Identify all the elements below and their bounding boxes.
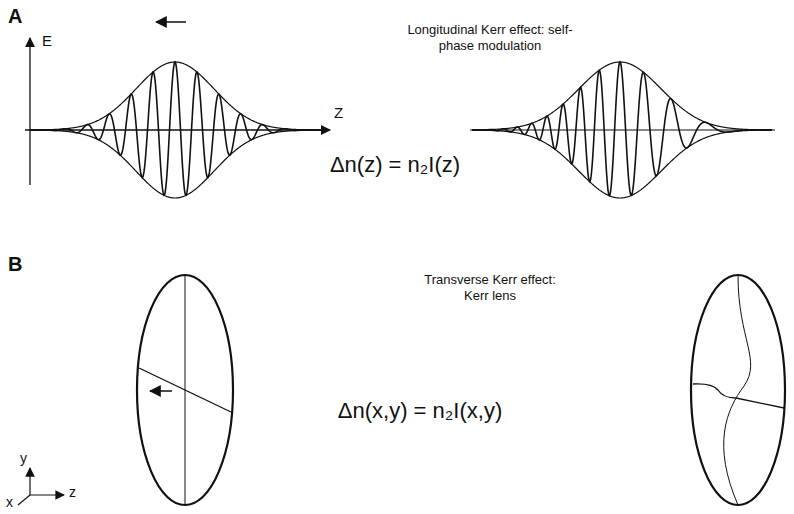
effect-title: Transverse Kerr effect: Kerr lens	[415, 272, 565, 303]
propagation-arrow	[156, 21, 186, 23]
beam-cross-section	[137, 275, 233, 505]
axis-label: z	[69, 484, 76, 501]
wavefront	[139, 368, 231, 412]
equation: Δn(x,y) = n₂I(x,y)	[338, 398, 502, 424]
x-axis	[18, 495, 30, 505]
z-axis	[30, 494, 64, 495]
propagation-arrow	[150, 390, 172, 392]
pulse-envelope	[30, 62, 322, 198]
equation: Δn(z) = n₂I(z)	[330, 152, 460, 178]
axis-label: Z	[334, 104, 343, 122]
beam-cross-section	[691, 275, 785, 505]
axis-label: x	[6, 494, 13, 511]
curved-wavefront	[693, 384, 784, 408]
chirped-carrier	[472, 62, 772, 196]
e-axis	[29, 38, 30, 185]
panel-letter: B	[8, 252, 22, 276]
pulse-carrier	[30, 62, 322, 195]
curved-wavefront	[724, 275, 751, 505]
axis-label: y	[20, 450, 27, 467]
panel-letter: A	[8, 4, 22, 28]
pulse-envelope	[472, 62, 772, 198]
baseline	[470, 129, 775, 130]
y-axis	[29, 468, 30, 495]
effect-title: Longitudinal Kerr effect: self-phase mod…	[404, 22, 576, 53]
axis-label: E	[42, 32, 52, 50]
